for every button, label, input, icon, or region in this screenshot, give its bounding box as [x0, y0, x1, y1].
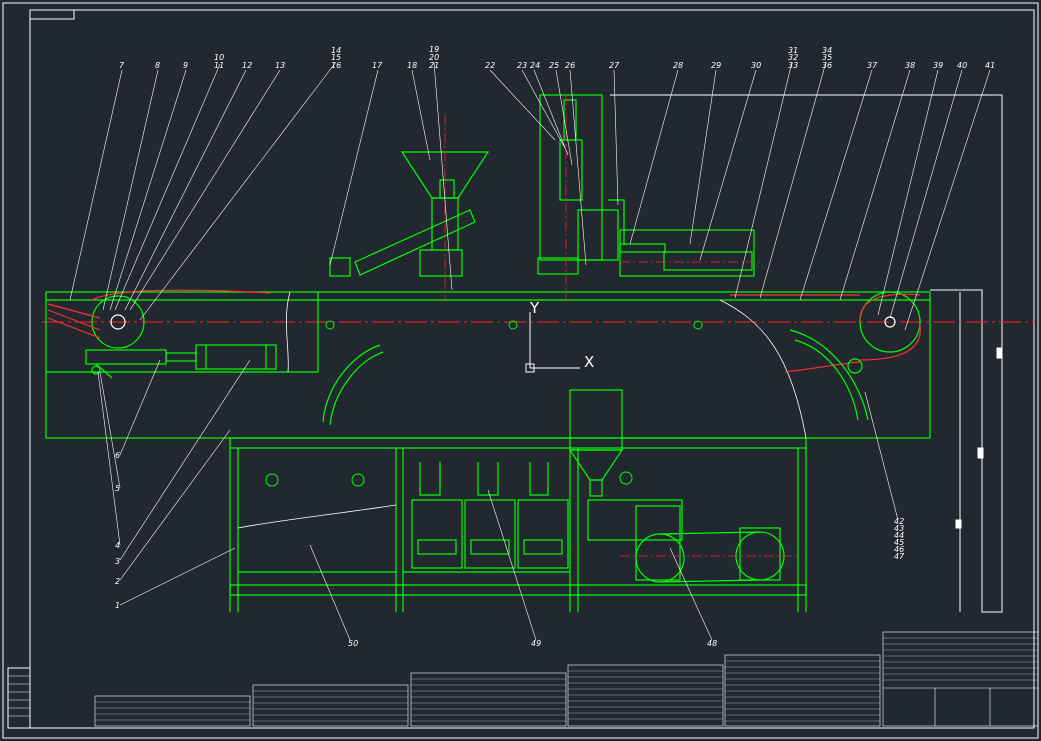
- callout-13: 13: [275, 61, 285, 70]
- callout-39: 39: [933, 61, 943, 70]
- callout-43: 43: [894, 524, 904, 533]
- right-arc-guide-inner: [794, 339, 859, 421]
- callout-48: 48: [707, 639, 717, 648]
- callout-31: 31: [788, 46, 798, 55]
- callout-28: 28: [673, 61, 683, 70]
- piping-manifold: [411, 462, 569, 569]
- dosing-unit: [537, 94, 755, 277]
- callout-2: 2: [115, 577, 120, 586]
- callout-33: 33: [788, 61, 798, 70]
- leader-lines: [69, 61, 991, 641]
- callouts-bottom: 50 49 48: [348, 639, 717, 648]
- callout-47: 47: [894, 552, 905, 561]
- ucs-y-label: Y: [529, 299, 540, 317]
- callout-20: 20: [429, 53, 439, 62]
- callout-1: 1: [115, 601, 120, 610]
- callout-7: 7: [119, 61, 125, 70]
- callout-6: 6: [115, 451, 120, 460]
- cavity-outlines: [237, 291, 807, 529]
- ucs-icon: [525, 312, 580, 373]
- callout-44: 44: [894, 531, 904, 540]
- ucs-x-label: X: [584, 353, 594, 371]
- tension-pulley: [847, 358, 863, 374]
- callouts-left: 6 5 4 3 2 1: [115, 451, 120, 610]
- callout-42: 42: [894, 517, 904, 526]
- callout-10: 10: [214, 53, 224, 62]
- left-arc-guide-inner: [329, 351, 384, 426]
- callout-3: 3: [115, 557, 120, 566]
- frame-bolt-holes: [265, 320, 703, 487]
- callout-18: 18: [407, 61, 417, 70]
- callout-19: 19: [429, 45, 439, 54]
- callout-50: 50: [348, 639, 358, 648]
- callout-4: 4: [115, 541, 120, 550]
- left-cylinder: [85, 344, 277, 379]
- callouts-right-stack: 42 43 44 45 46 47: [894, 517, 905, 561]
- callout-36: 36: [822, 61, 832, 70]
- callout-30: 30: [751, 61, 761, 70]
- feed-hopper: [329, 151, 490, 277]
- callout-46: 46: [894, 545, 904, 554]
- callout-38: 38: [905, 61, 915, 70]
- callout-22: 22: [485, 61, 495, 70]
- callout-24: 24: [530, 61, 540, 70]
- main-frame: [45, 291, 931, 612]
- callout-16: 16: [331, 61, 341, 70]
- right-arc-guide: [789, 329, 869, 421]
- callout-23: 23: [517, 61, 527, 70]
- parts-list-tables: [94, 631, 1039, 727]
- right-sprocket: [859, 291, 921, 361]
- callout-32: 32: [788, 53, 798, 62]
- lower-feeder: [568, 389, 785, 583]
- callout-26: 26: [565, 61, 575, 70]
- callout-34: 34: [822, 46, 832, 55]
- callout-29: 29: [711, 61, 721, 70]
- callout-21: 21: [429, 61, 439, 70]
- callout-45: 45: [894, 538, 904, 547]
- left-sprocket: [91, 289, 271, 349]
- callout-35: 35: [822, 53, 832, 62]
- left-margin-table: [8, 675, 30, 717]
- callout-11: 11: [214, 61, 224, 70]
- callout-9: 9: [183, 61, 188, 70]
- callout-15: 15: [331, 53, 341, 62]
- callout-49: 49: [531, 639, 541, 648]
- callout-27: 27: [609, 61, 620, 70]
- callout-12: 12: [242, 61, 252, 70]
- left-chain-arms: [47, 303, 101, 339]
- callout-25: 25: [549, 61, 559, 70]
- callout-37: 37: [867, 61, 878, 70]
- callouts-top: 7 8 9 10 11 12 13 14 15 16 17 18 19 20 2…: [119, 45, 995, 70]
- callout-40: 40: [957, 61, 967, 70]
- parts-list-rows: [95, 637, 1038, 722]
- left-arc-guide: [322, 344, 381, 423]
- right-housing-outline: [610, 94, 1003, 613]
- callout-14: 14: [331, 46, 341, 55]
- callout-41: 41: [985, 61, 995, 70]
- callout-5: 5: [115, 484, 120, 493]
- callout-8: 8: [155, 61, 160, 70]
- callout-17: 17: [372, 61, 383, 70]
- right-chain-run: [730, 294, 861, 373]
